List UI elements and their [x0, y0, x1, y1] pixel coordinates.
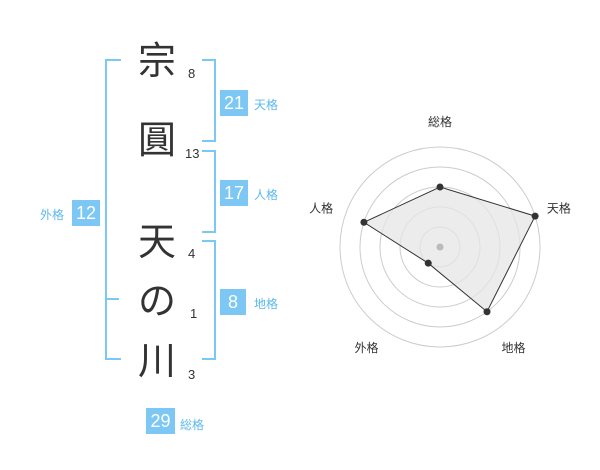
radar-point-3 [483, 308, 491, 316]
soukaku-label: 総格 [180, 418, 205, 432]
stroke-count-2: 13 [185, 146, 200, 161]
stroke-count-1: 8 [188, 66, 196, 81]
name-char-1: 宗 [138, 39, 177, 83]
jinkaku-label: 人格 [254, 188, 279, 202]
radar-points [360, 183, 539, 316]
gaikaku-bracket-split [105, 298, 119, 300]
soukaku-value: 29 [146, 408, 175, 434]
chikaku-label: 地格 [254, 297, 279, 311]
gaikaku-value: 12 [72, 200, 100, 226]
radar-point-1 [436, 183, 444, 191]
tenkaku-label: 天格 [254, 98, 279, 112]
gaikaku-bracket [105, 59, 121, 360]
gaikaku-label: 外格 [40, 208, 65, 222]
name-char-2: 圓 [138, 118, 177, 162]
name-char-4: の [138, 279, 177, 323]
radar-point-2 [531, 212, 539, 220]
chikaku-value: 8 [220, 289, 246, 315]
radar-axis-label-5: 人格 [309, 200, 333, 215]
name-char-5: 川 [138, 339, 177, 383]
jinkaku-bracket [202, 150, 216, 233]
radar-point-5 [360, 218, 368, 226]
radar-axis-label-4: 外格 [354, 340, 378, 355]
radar-series-polygon [362, 186, 536, 313]
name-char-3: 天 [138, 220, 177, 264]
chikaku-bracket [202, 240, 216, 360]
radar-axis-label-1: 総格 [428, 114, 452, 129]
radar-axis-label-2: 天格 [547, 200, 571, 215]
radar-center-dot [436, 243, 444, 251]
radar-point-4 [424, 259, 432, 267]
stroke-count-4: 1 [190, 306, 198, 321]
stroke-count-5: 3 [188, 367, 196, 382]
radar-axis-label-3: 地格 [501, 340, 525, 355]
tenkaku-value: 21 [220, 90, 248, 116]
jinkaku-value: 17 [220, 180, 248, 206]
tenkaku-bracket [202, 59, 216, 142]
stroke-count-3: 4 [188, 246, 196, 261]
